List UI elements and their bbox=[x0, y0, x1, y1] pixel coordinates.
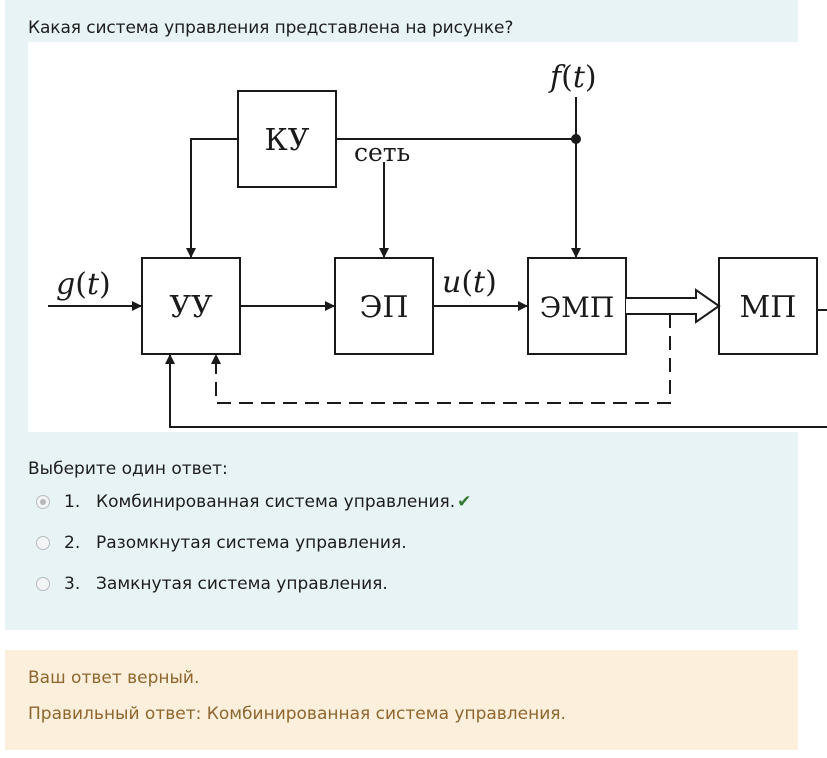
arrow-ku-to-uu bbox=[186, 138, 238, 258]
signal-u-label: u(t) bbox=[442, 265, 497, 300]
radio-button-2[interactable] bbox=[36, 536, 50, 550]
block-ep-label: ЭП bbox=[359, 290, 408, 325]
signal-f-label: f(t) bbox=[548, 60, 597, 95]
feedback-status: Ваш ответ верный. bbox=[28, 668, 200, 688]
block-emp-label: ЭМП bbox=[540, 291, 615, 324]
feedback-dashed-line bbox=[211, 314, 671, 404]
answer-label-1: Комбинированная система управления. bbox=[96, 492, 456, 512]
radio-button-3[interactable] bbox=[36, 577, 50, 591]
check-icon: ✔ bbox=[457, 492, 472, 512]
answer-number-2: 2. bbox=[64, 533, 81, 553]
answer-label-2: Разомкнутая система управления. bbox=[96, 533, 407, 553]
question-text: Какая система управления представлена на… bbox=[28, 18, 514, 38]
answer-option-1[interactable]: 1. Комбинированная система управления. ✔ bbox=[36, 489, 471, 515]
block-uu-label: УУ bbox=[169, 290, 213, 325]
signal-net-label: сеть bbox=[354, 138, 410, 167]
feedback-panel bbox=[5, 650, 798, 750]
signal-g-label: g(t) bbox=[56, 267, 111, 302]
feedback-solid-line bbox=[165, 354, 827, 428]
block-ku-label: КУ bbox=[265, 123, 310, 158]
feedback-correct-answer: Правильный ответ: Комбинированная систем… bbox=[28, 704, 566, 724]
block-mp-label: МП bbox=[740, 290, 797, 325]
answer-option-2[interactable]: 2. Разомкнутая система управления. bbox=[36, 530, 407, 556]
answer-label-3: Замкнутая система управления. bbox=[96, 574, 388, 594]
block-emp bbox=[527, 257, 627, 355]
double-arrow-emp-to-mp bbox=[626, 288, 721, 324]
diagram-background bbox=[28, 42, 827, 432]
answer-option-3[interactable]: 3. Замкнутая система управления. bbox=[36, 571, 388, 597]
block-ku bbox=[237, 90, 337, 188]
block-diagram: КУ УУ ЭП ЭМП МП g(t) f(t) u(t) сеть bbox=[28, 42, 827, 432]
block-ep bbox=[334, 257, 434, 355]
block-diagram-svg: КУ УУ ЭП ЭМП МП g(t) f(t) u(t) сеть bbox=[28, 42, 827, 432]
answer-number-1: 1. bbox=[64, 492, 81, 512]
block-mp bbox=[718, 257, 818, 355]
junction-node bbox=[571, 134, 581, 144]
answer-number-3: 3. bbox=[64, 574, 81, 594]
answer-prompt: Выберите один ответ: bbox=[28, 459, 228, 479]
radio-button-1[interactable] bbox=[36, 495, 50, 509]
